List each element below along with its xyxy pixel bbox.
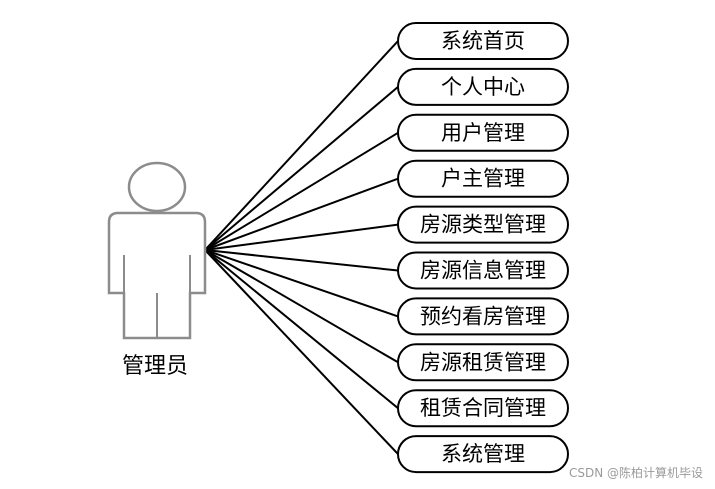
use-case-node: 系统首页 xyxy=(397,22,569,60)
association-line xyxy=(204,249,399,364)
use-case-node: 房源类型管理 xyxy=(397,205,569,244)
use-case-oval xyxy=(397,205,569,244)
use-case-label: 租赁合同管理 xyxy=(420,396,546,420)
use-case-list: 系统首页个人中心用户管理户主管理房源类型管理房源信息管理预约看房管理房源租赁管理… xyxy=(397,22,569,474)
use-case-label: 个人中心 xyxy=(441,75,525,99)
association-line xyxy=(204,249,399,455)
use-case-oval xyxy=(397,435,569,474)
actor-head xyxy=(127,161,187,213)
use-case-node: 户主管理 xyxy=(397,159,569,198)
association-line xyxy=(204,249,399,318)
use-case-oval xyxy=(397,389,569,428)
actor-figure: 管理员 xyxy=(107,161,207,379)
association-lines xyxy=(204,40,399,455)
use-case-node: 用户管理 xyxy=(397,113,569,152)
association-line xyxy=(204,223,399,251)
use-case-node: 个人中心 xyxy=(397,67,569,106)
use-case-label: 预约看房管理 xyxy=(420,304,546,328)
use-case-oval xyxy=(397,343,569,382)
actor-body xyxy=(107,211,207,340)
use-case-node: 系统管理 xyxy=(397,435,569,474)
association-line xyxy=(204,86,399,251)
association-line xyxy=(204,249,399,409)
use-case-oval xyxy=(397,22,569,60)
use-case-label: 系统管理 xyxy=(441,442,525,466)
use-case-label: 房源类型管理 xyxy=(420,213,546,237)
use-case-label: 用户管理 xyxy=(441,121,525,145)
association-line xyxy=(204,131,399,251)
association-line xyxy=(204,249,399,272)
use-case-label: 系统首页 xyxy=(441,29,525,53)
use-case-node: 房源租赁管理 xyxy=(397,343,569,382)
use-case-label: 房源租赁管理 xyxy=(420,350,546,374)
use-case-node: 房源信息管理 xyxy=(397,251,569,290)
use-case-oval xyxy=(397,67,569,106)
use-case-oval xyxy=(397,113,569,152)
use-case-oval xyxy=(397,159,569,198)
use-case-node: 预约看房管理 xyxy=(397,297,569,336)
use-case-label: 户主管理 xyxy=(441,167,525,191)
watermark: CSDN @陈柏计算机毕设 xyxy=(568,466,703,480)
use-case-label: 房源信息管理 xyxy=(420,259,546,283)
association-line xyxy=(204,40,399,251)
association-line xyxy=(204,177,399,251)
use-case-node: 租赁合同管理 xyxy=(397,389,569,428)
actor-label: 管理员 xyxy=(122,354,188,379)
use-case-oval xyxy=(397,251,569,290)
use-case-oval xyxy=(397,297,569,336)
